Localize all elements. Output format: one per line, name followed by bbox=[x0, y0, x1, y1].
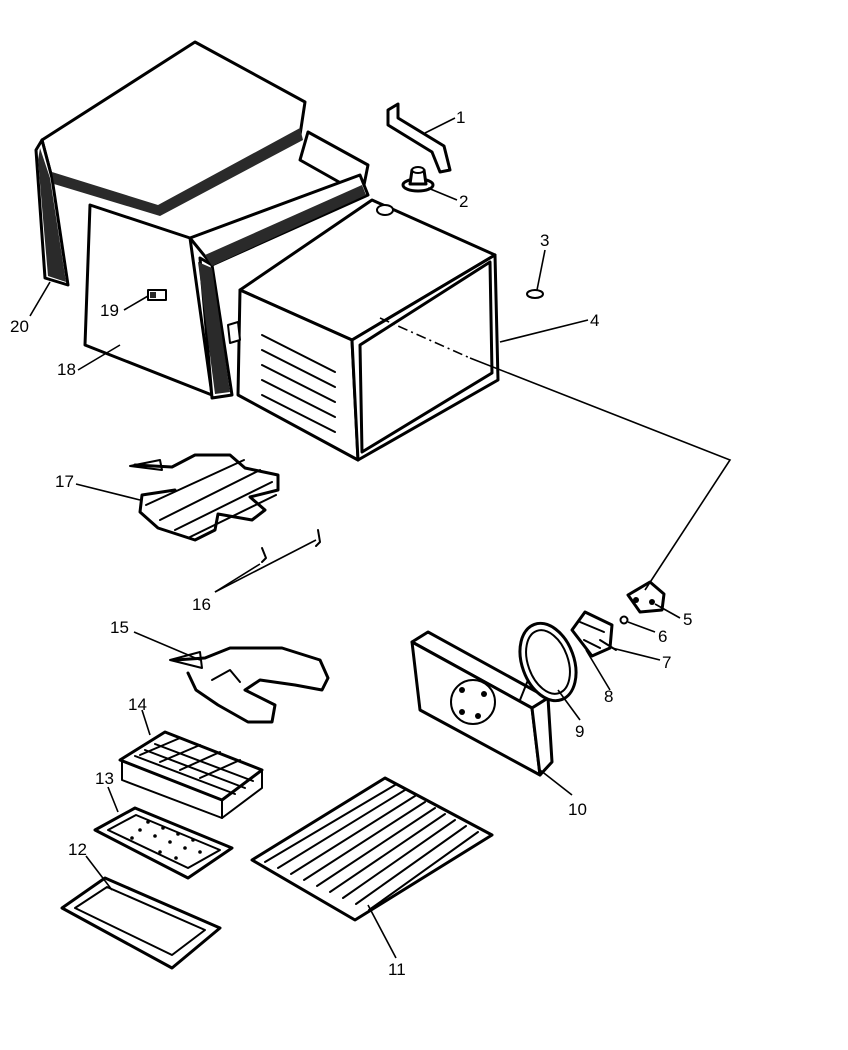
callout-2: 2 bbox=[459, 192, 468, 211]
callout-labels: 1 2 3 4 5 6 7 8 9 10 11 12 13 14 15 16 1… bbox=[10, 108, 692, 979]
callout-4: 4 bbox=[590, 311, 599, 330]
part-9-convection-fan bbox=[518, 621, 578, 703]
part-8-fan-motor bbox=[570, 610, 614, 658]
part-2-vent-fitting bbox=[401, 166, 435, 193]
callout-12: 12 bbox=[68, 840, 87, 859]
part-3-grommet bbox=[526, 289, 544, 299]
part-16-screws bbox=[261, 529, 321, 563]
part-15-bake-element bbox=[169, 646, 330, 724]
callout-1: 1 bbox=[456, 108, 465, 127]
callout-17: 17 bbox=[55, 472, 74, 491]
part-12-broil-pan bbox=[60, 876, 222, 970]
part-4-oven-cavity bbox=[227, 198, 500, 462]
callout-7: 7 bbox=[662, 653, 671, 672]
callout-6: 6 bbox=[658, 627, 667, 646]
part-5-sensor-socket bbox=[626, 580, 666, 614]
callout-16: 16 bbox=[192, 595, 211, 614]
part-1-tube bbox=[386, 102, 452, 174]
callout-15: 15 bbox=[110, 618, 129, 637]
callout-5: 5 bbox=[683, 610, 692, 629]
part-20-insulation-blanket bbox=[34, 40, 370, 287]
callout-13: 13 bbox=[95, 769, 114, 788]
callout-18: 18 bbox=[57, 360, 76, 379]
part-6-washer bbox=[619, 615, 629, 625]
callout-11: 11 bbox=[388, 960, 406, 979]
callout-8: 8 bbox=[604, 687, 613, 706]
callout-9: 9 bbox=[575, 722, 584, 741]
part-10-rear-panel bbox=[410, 630, 554, 777]
callout-14: 14 bbox=[128, 695, 147, 714]
part-17-broil-element bbox=[129, 453, 280, 542]
callout-3: 3 bbox=[540, 231, 549, 250]
part-19-clip bbox=[147, 289, 167, 301]
part-13-broil-pan-insert bbox=[93, 806, 234, 880]
part-11-oven-rack bbox=[250, 776, 494, 922]
part-14-broil-rack bbox=[118, 730, 264, 819]
callout-leaders bbox=[29, 117, 681, 959]
callout-19: 19 bbox=[100, 301, 119, 320]
callout-10: 10 bbox=[568, 800, 587, 819]
callout-20: 20 bbox=[10, 317, 29, 336]
